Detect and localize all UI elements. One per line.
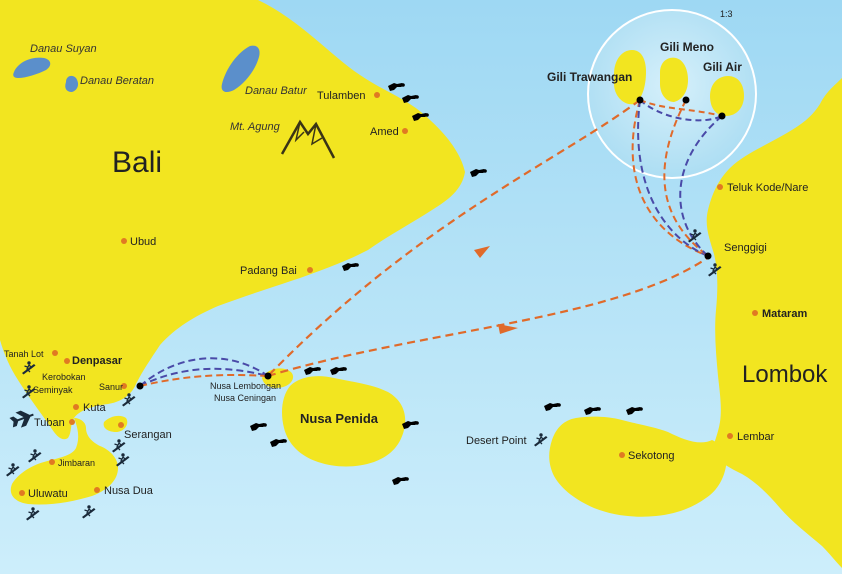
harbor-sanur [136,382,144,390]
label-danau-batur: Danau Batur [245,85,308,97]
route-arrow-2 [498,324,518,334]
bali-island [0,0,465,440]
route-gili-senggigi-4 [679,115,723,257]
label-senggigi: Senggigi [724,242,767,254]
town-dot-sekotong [619,452,625,458]
town-dot-mataram [752,310,758,316]
serangan-islet [103,415,128,432]
label-tuban: Tuban [34,417,65,429]
route-lembongan-senggigi [267,255,711,378]
label-desert-point: Desert Point [466,435,527,447]
label-sanur: Sanur [99,382,123,392]
town-dot-serangan [118,422,124,428]
town-dot-uluwatu [19,490,25,496]
label-gili-meno: Gili Meno [660,40,714,54]
town-dot-jimbaran [49,459,55,465]
route-gili-inter-2 [639,99,723,117]
label-nusa-ceningan: Nusa Ceningan [214,393,276,403]
label-mt-agung: Mt. Agung [230,121,281,133]
label-ubud: Ubud [130,236,156,248]
mountain-icon [280,119,336,159]
town-dot-kuta [73,404,79,410]
label-gili-air: Gili Air [703,60,742,74]
town-dot-denpasar [64,358,70,364]
label-kerobokan: Kerobokan [42,372,86,382]
harbor-gili-trawangan [636,96,644,104]
route-sanur-lembongan-orange [139,374,269,387]
harbor-gili-meno [682,96,690,104]
label-seminyak: Seminyak [33,385,73,395]
harbor-gili-air [718,112,726,120]
label-kuta: Kuta [83,402,107,414]
route-sanur-lembongan-blue-2 [139,367,269,387]
label-tanah-lot: Tanah Lot [4,349,44,359]
nusa-penida-island [282,376,406,467]
route-gili-lembongan [267,99,641,377]
town-dot-tanah-lot [52,350,58,356]
town-dot-tuban [69,419,75,425]
label-nusa-dua: Nusa Dua [104,485,154,497]
label-serangan: Serangan [124,429,172,441]
label-denpasar: Denpasar [72,355,123,367]
town-dot-lembar [727,433,733,439]
town-dots [19,92,758,496]
label-nusa-lembongan: Nusa Lembongan [210,381,281,391]
route-sanur-lembongan-blue [139,357,269,387]
label-padang-bai: Padang Bai [240,265,297,277]
town-dot-padang-bai [307,267,313,273]
harbor-lembongan [264,372,272,380]
label-jimbaran: Jimbaran [58,458,95,468]
gili-trawangan-island [614,50,646,105]
label-mataram: Mataram [762,308,807,320]
label-bali: Bali [112,146,162,179]
label-teluk-kode: Teluk Kode/Nare [727,182,808,194]
town-dot-nusa-dua [94,487,100,493]
gili-air-island [710,76,744,116]
label-tulamben: Tulamben [317,90,366,102]
bukit-peninsula [10,418,118,505]
route-gili-senggigi-3 [663,99,709,257]
route-gili-inter-1 [639,99,723,122]
label-inset-scale: 1:3 [720,9,733,19]
label-sekotong: Sekotong [628,450,674,462]
lombok-island [706,78,842,568]
airplane-icon [9,410,34,428]
lake-batur [221,45,260,92]
town-dot-amed [402,128,408,134]
lake-beratan [65,75,79,92]
route-gili-senggigi-2 [637,99,709,257]
town-dot-tulamben [374,92,380,98]
harbor-senggigi [704,252,712,260]
town-dot-teluk-kode [717,184,723,190]
label-lombok: Lombok [742,361,828,388]
route-arrow-1 [474,246,490,258]
route-gili-senggigi-1 [631,99,709,257]
town-dot-ubud [121,238,127,244]
label-danau-beratan: Danau Beratan [80,75,154,87]
label-amed: Amed [370,126,399,138]
label-uluwatu: Uluwatu [28,488,68,500]
label-nusa-penida: Nusa Penida [300,411,379,426]
label-danau-suyan: Danau Suyan [30,43,97,55]
lake-suyan [13,57,51,78]
label-lembar: Lembar [737,431,775,443]
sekotong-peninsula [549,416,727,517]
town-dot-sanur [121,383,127,389]
label-gili-trawangan: Gili Trawangan [547,70,632,84]
gili-meno-island [660,57,688,102]
